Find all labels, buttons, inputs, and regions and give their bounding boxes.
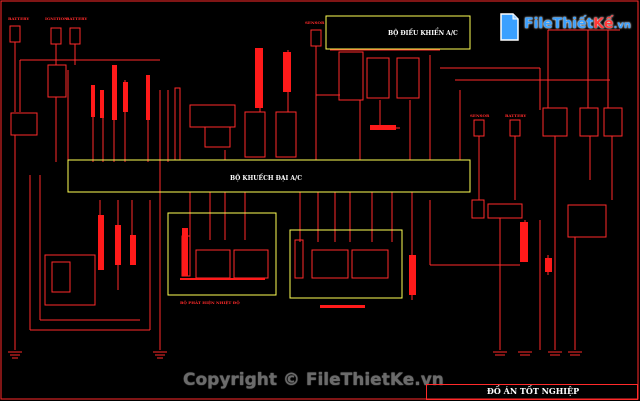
motor-icon bbox=[51, 261, 71, 293]
mid-label: BATTERY bbox=[505, 113, 526, 118]
fuse-icon bbox=[509, 119, 521, 137]
title-block: ĐỒ ÁN TỐT NGHIỆP bbox=[426, 384, 638, 400]
top-label: BATTERY bbox=[8, 16, 29, 21]
amplifier-label: BỘ KHUẾCH ĐẠI A/C bbox=[230, 174, 302, 182]
title-block-text: ĐỒ ÁN TỐT NGHIỆP bbox=[486, 386, 580, 396]
relay-icon bbox=[542, 107, 568, 137]
sub-label: BỘ PHÁT HIỆN NHIỆT ĐỘ bbox=[180, 300, 240, 305]
top-label: SENSOR bbox=[305, 20, 325, 25]
fuse-icon bbox=[473, 119, 485, 137]
relay-icon bbox=[366, 57, 390, 99]
motor-icon bbox=[567, 204, 607, 238]
file-logo-icon bbox=[500, 13, 519, 41]
controller-label: BỘ ĐIỀU KHIỂN A/C bbox=[388, 28, 458, 37]
fuse-icon bbox=[9, 25, 21, 43]
amplifier-box bbox=[67, 159, 471, 193]
relay-icon bbox=[10, 112, 38, 136]
relay-icon bbox=[338, 51, 364, 101]
brand-ke: Kế bbox=[593, 16, 614, 32]
brand-tld: .vn bbox=[613, 20, 631, 31]
mid-label: SENSOR bbox=[470, 113, 490, 118]
relay-icon bbox=[579, 107, 599, 137]
relay-icon bbox=[47, 64, 67, 98]
relay-icon bbox=[603, 107, 623, 137]
relay-icon bbox=[396, 57, 420, 99]
sensor-box-left bbox=[167, 212, 277, 296]
fuse-icon bbox=[50, 27, 62, 45]
fuse-icon bbox=[69, 27, 81, 45]
top-label: IGNITION bbox=[45, 16, 68, 21]
brand-thiet: Thiết bbox=[552, 16, 594, 32]
fuse-icon bbox=[310, 29, 322, 47]
copyright-watermark: Copyright © FileThietKe.vn bbox=[183, 370, 444, 390]
brand-logo: FileThiếtKế.vn bbox=[498, 10, 631, 44]
brand-file: File bbox=[524, 16, 553, 32]
controller-box bbox=[325, 15, 471, 50]
brand-text: FileThiếtKế.vn bbox=[524, 16, 631, 32]
top-label: BATTERY bbox=[66, 16, 87, 21]
sensor-box-right bbox=[289, 229, 403, 299]
